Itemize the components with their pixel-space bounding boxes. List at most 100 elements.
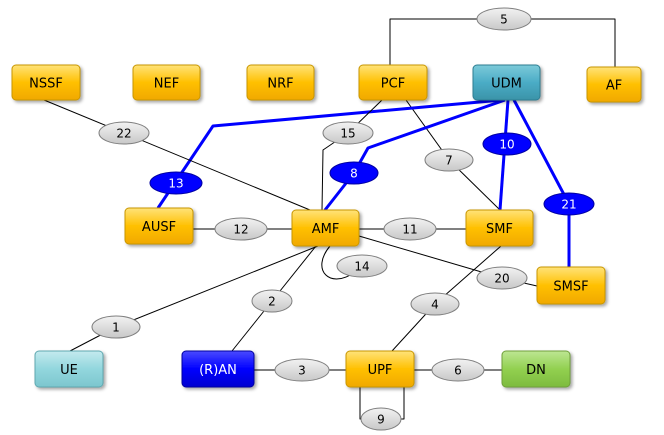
node-dn: DN xyxy=(501,350,571,388)
node-ran: (R)AN xyxy=(181,350,255,388)
interface-label-n4: 4 xyxy=(410,292,460,316)
interface-number-n2: 2 xyxy=(268,295,276,309)
interface-number-n9: 9 xyxy=(377,413,385,427)
interface-badge-n9 xyxy=(360,407,402,431)
interface-badge-n4 xyxy=(410,292,460,316)
node-label-smf: SMF xyxy=(486,222,513,237)
node-box-ue xyxy=(34,350,104,388)
network-functions: NSSF NEF NRF PCF UDM AF AUSF AMF SMF SMSF UE (R)AN U… xyxy=(11,64,642,388)
interface-number-n4: 4 xyxy=(431,298,439,312)
interface-number-n14: 14 xyxy=(354,260,369,274)
node-upf: UPF xyxy=(345,350,415,388)
interface-label-n9: 9 xyxy=(360,407,402,431)
node-box-nrf xyxy=(246,64,315,101)
node-box-nssf xyxy=(11,64,81,101)
node-label-pcf: PCF xyxy=(381,77,405,92)
interface-number-n15: 15 xyxy=(340,127,355,141)
node-box-smsf xyxy=(536,266,606,305)
interface-badge-n2 xyxy=(251,289,293,313)
interface-label-n7: 7 xyxy=(424,148,474,172)
interface-label-n8: 8 xyxy=(329,161,379,185)
interface-badge-n11 xyxy=(383,217,437,241)
interface-number-n1: 1 xyxy=(112,321,120,335)
node-box-smf xyxy=(465,209,534,247)
interface-label-n15: 15 xyxy=(322,121,374,145)
interface-badge-n13 xyxy=(149,171,203,195)
interface-number-n6: 6 xyxy=(454,364,462,378)
interface-badge-n6 xyxy=(431,358,485,382)
interface-badge-n15 xyxy=(322,121,374,145)
interface-number-n5: 5 xyxy=(500,13,508,27)
interface-badge-n20 xyxy=(476,266,528,290)
node-box-upf xyxy=(345,350,415,388)
interface-line-n14 xyxy=(321,245,356,280)
node-box-af xyxy=(586,66,642,103)
interface-label-n10: 10 xyxy=(482,132,532,156)
interface-label-n3: 3 xyxy=(274,358,330,382)
interface-label-n5: 5 xyxy=(476,7,532,31)
node-box-amf xyxy=(291,209,360,247)
interface-number-n20: 20 xyxy=(494,272,509,286)
interface-number-n12: 12 xyxy=(233,223,248,237)
interface-line-n8 xyxy=(323,98,506,211)
interface-badge-n10 xyxy=(482,132,532,156)
interface-badge-n12 xyxy=(214,217,268,241)
interface-badge-n7 xyxy=(424,148,474,172)
node-nef: NEF xyxy=(132,64,201,101)
interface-label-n20: 20 xyxy=(476,266,528,290)
node-label-smsf: SMSF xyxy=(553,280,588,295)
node-pcf: PCF xyxy=(358,64,428,101)
interface-label-n12: 12 xyxy=(214,217,268,241)
node-label-ue: UE xyxy=(60,363,78,378)
interface-number-n3: 3 xyxy=(298,364,306,378)
node-nssf: NSSF xyxy=(11,64,81,101)
node-box-pcf xyxy=(358,64,428,101)
interface-number-n21: 21 xyxy=(561,198,576,212)
node-box-ausf xyxy=(124,207,194,245)
node-nrf: NRF xyxy=(246,64,315,101)
node-label-upf: UPF xyxy=(368,363,393,378)
interface-badge-n8 xyxy=(329,161,379,185)
interface-badge-n3 xyxy=(274,358,330,382)
node-label-ran: (R)AN xyxy=(199,363,237,378)
interface-number-n8: 8 xyxy=(350,167,358,181)
node-box-nef xyxy=(132,64,201,101)
node-box-dn xyxy=(501,350,571,388)
interface-label-n21: 21 xyxy=(543,192,595,216)
interface-badge-n21 xyxy=(543,192,595,216)
node-label-dn: DN xyxy=(526,363,546,378)
interface-label-n6: 6 xyxy=(431,358,485,382)
interface-label-n22: 22 xyxy=(98,121,150,145)
interface-label-n14: 14 xyxy=(336,254,388,278)
node-label-amf: AMF xyxy=(312,222,340,237)
node-ausf: AUSF xyxy=(124,207,194,245)
node-amf: AMF xyxy=(291,209,360,247)
interface-number-n10: 10 xyxy=(499,138,514,152)
interface-badge-n1 xyxy=(91,315,141,339)
node-udm: UDM xyxy=(472,64,541,101)
node-label-udm: UDM xyxy=(491,77,522,92)
interface-badge-n22 xyxy=(98,121,150,145)
interface-label-n1: 1 xyxy=(91,315,141,339)
node-box-udm xyxy=(472,64,541,101)
node-smsf: SMSF xyxy=(536,266,606,305)
interface-number-n22: 22 xyxy=(116,127,131,141)
node-label-nssf: NSSF xyxy=(29,77,63,92)
interface-number-n13: 13 xyxy=(168,177,183,191)
node-label-nef: NEF xyxy=(154,77,179,92)
interface-label-n11: 11 xyxy=(383,217,437,241)
interface-badge-n5 xyxy=(476,7,532,31)
node-label-af: AF xyxy=(606,79,622,94)
node-ue: UE xyxy=(34,350,104,388)
node-smf: SMF xyxy=(465,209,534,247)
node-box-ran xyxy=(181,350,255,388)
interface-label-n2: 2 xyxy=(251,289,293,313)
node-label-ausf: AUSF xyxy=(142,220,176,235)
interface-number-n7: 7 xyxy=(445,154,453,168)
interface-number-n11: 11 xyxy=(402,223,417,237)
interface-label-n13: 13 xyxy=(149,171,203,195)
node-label-nrf: NRF xyxy=(267,77,293,92)
interface-badge-n14 xyxy=(336,254,388,278)
